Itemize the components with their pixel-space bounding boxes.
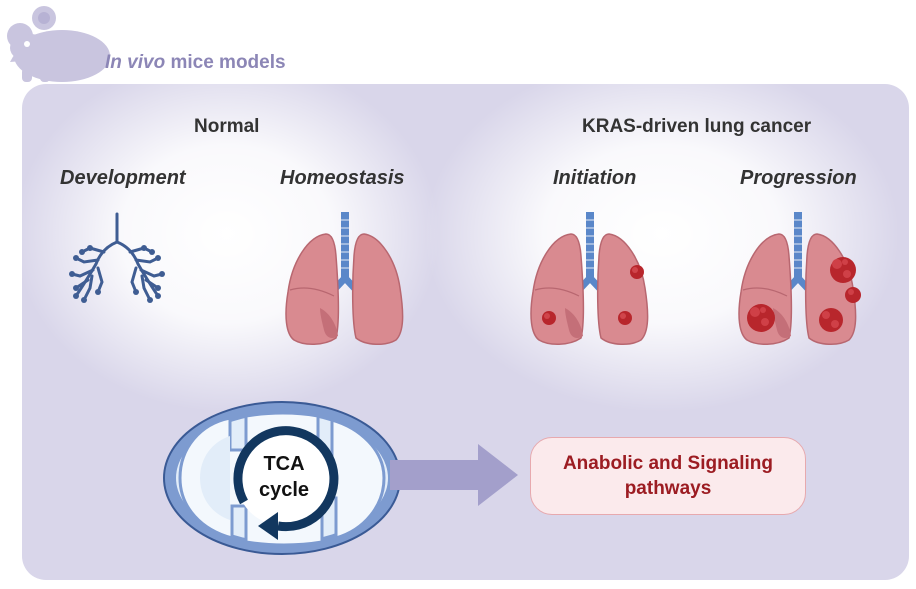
stage-development: Development — [60, 167, 186, 189]
tumor-large-1 — [830, 257, 856, 283]
mouse-icon — [7, 6, 110, 82]
stage-initiation: Initiation — [553, 167, 637, 189]
tumor-large-3 — [747, 304, 775, 332]
tumor-small-1 — [630, 265, 644, 279]
header-title: In vivo mice models — [105, 52, 286, 74]
developing-airway-icon — [69, 212, 165, 303]
tumor-large-4 — [819, 308, 843, 332]
group-title-normal: Normal — [194, 116, 260, 137]
header-suffix: mice models — [170, 52, 286, 73]
group-title-kras: KRAS-driven lung cancer — [582, 116, 812, 137]
pathway-label: Anabolic and Signaling pathways — [562, 453, 774, 499]
tca-line-1: TCA — [263, 453, 305, 475]
tumor-small-3 — [618, 311, 632, 325]
tca-line-2: cycle — [258, 479, 310, 501]
progression-lungs-icon — [733, 212, 861, 352]
mitochondrion-icon — [163, 401, 401, 555]
stage-homeostasis: Homeostasis — [280, 167, 405, 189]
tumor-small-2 — [542, 311, 556, 325]
pathway-box: Anabolic and Signaling pathways — [530, 437, 806, 515]
tca-cycle-label: TCA cycle — [244, 451, 324, 503]
tumor-large-2 — [845, 287, 861, 303]
initiation-lungs-icon — [525, 212, 655, 352]
header-italic: In vivo — [105, 52, 166, 73]
healthy-lungs-icon — [280, 212, 410, 352]
stage-progression: Progression — [740, 167, 857, 189]
right-arrow-icon — [390, 444, 518, 506]
